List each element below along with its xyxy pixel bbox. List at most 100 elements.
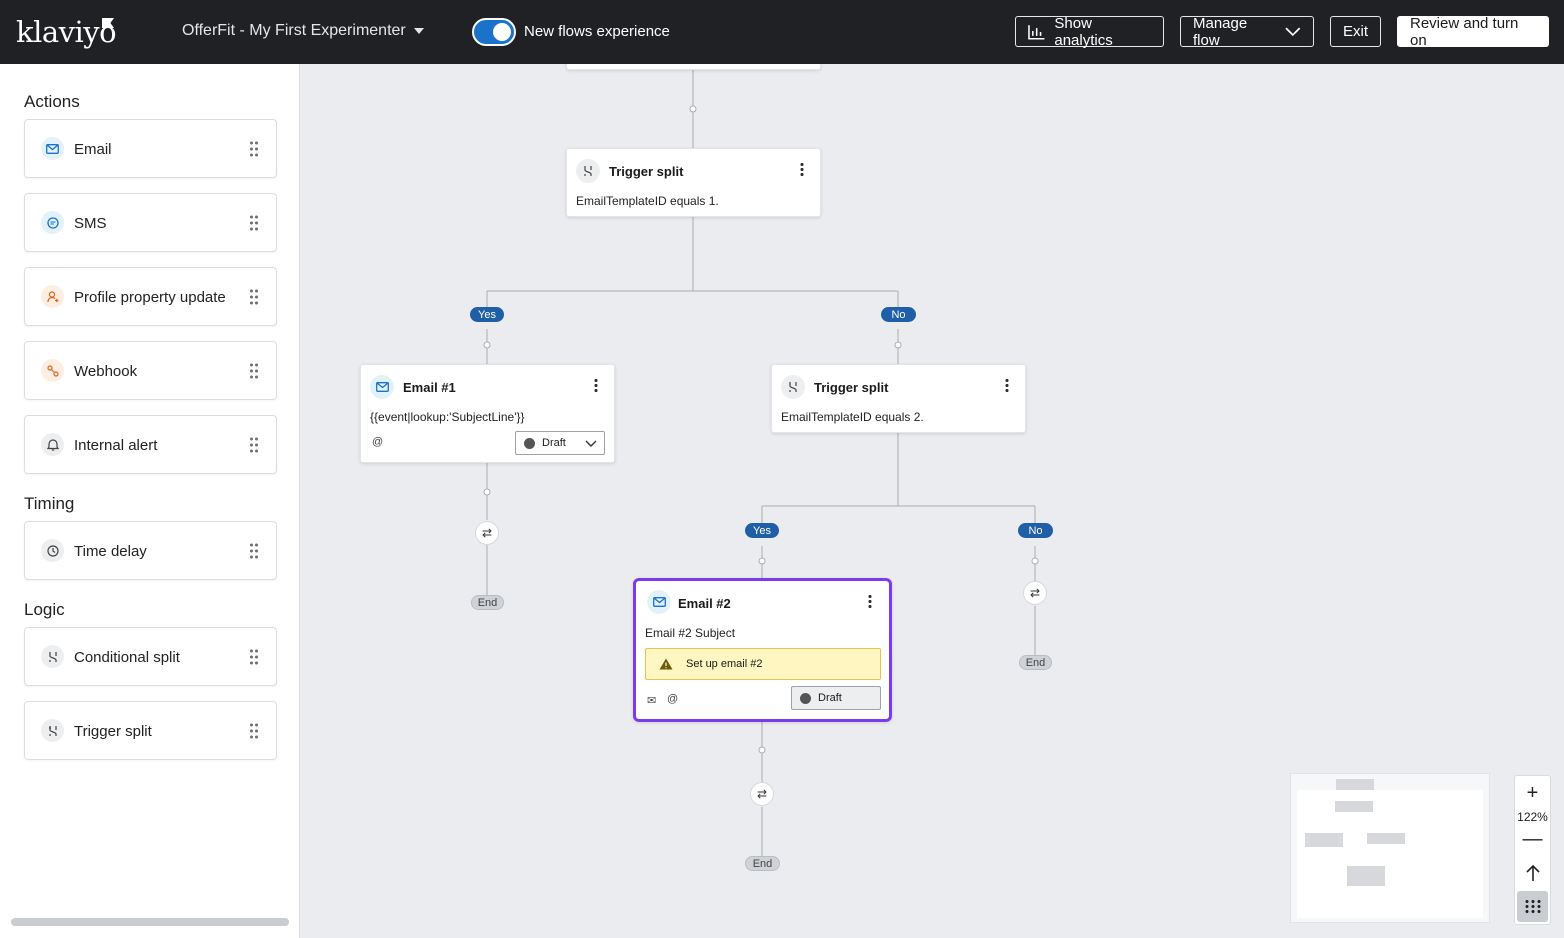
minimap-viewport[interactable] [1297,790,1483,918]
end-label: End [745,856,780,871]
logic-section-title: Logic [24,600,65,619]
drag-handle-icon[interactable] [249,362,259,379]
toggle-knob [493,23,511,41]
manage-flow-label: Manage flow [1193,14,1248,49]
yes-branch-label: Yes [745,523,779,538]
drag-handle-icon[interactable] [249,648,259,665]
sidebar-item-webhook[interactable]: Webhook [24,341,277,400]
clock-icon [41,539,64,562]
drag-handle-icon[interactable] [249,722,259,739]
add-step-split-icon[interactable]: ⇄ [750,782,774,806]
sidebar-item-label: Trigger split [74,723,152,740]
sidebar-item-internal-alert[interactable]: Internal alert [24,415,277,474]
chevron-down-icon [585,440,597,447]
mail-icon [647,590,671,614]
more-options-icon[interactable] [800,162,804,176]
status-dropdown[interactable]: Draft [791,686,881,710]
split-icon [41,645,64,668]
flow-name-caret-icon[interactable] [414,28,424,34]
status-dropdown[interactable]: Draft [515,431,605,455]
top-bar: klaviyo OfferFit - My First Experimenter… [0,0,1564,64]
flow-canvas[interactable]: Trigger split EmailTemplateID equals 1. … [301,64,1564,938]
sidebar-item-label: Time delay [74,543,147,560]
node-title: Email #1 [403,380,456,395]
drag-handle-icon[interactable] [249,140,259,157]
at-sign-icon: @ [372,436,384,448]
bell-icon [41,433,64,456]
more-options-icon[interactable] [594,378,598,392]
add-step-split-icon[interactable]: ⇄ [475,521,499,545]
flow-name[interactable]: OfferFit - My First Experimenter [182,22,406,39]
more-options-icon[interactable] [868,594,872,608]
minimap-node [1336,779,1374,790]
sidebar-item-profile-property-update[interactable]: Profile property update [24,267,277,326]
manage-flow-button[interactable]: Manage flow [1180,14,1314,49]
drag-handle-icon[interactable] [249,542,259,559]
draft-status-icon [524,438,535,449]
sidebar-item-label: Profile property update [74,289,226,306]
node-title: Trigger split [814,380,889,395]
end-label: End [1019,655,1052,670]
previous-node[interactable] [566,64,821,70]
no-branch-label: No [881,307,916,322]
more-options-icon[interactable] [1005,378,1009,392]
sidebar-item-sms[interactable]: SMS [24,193,277,252]
trigger-split-icon [41,719,64,742]
minimap-node [1335,801,1373,812]
drag-handle-icon[interactable] [249,288,259,305]
sidebar: Actions Email SMS Profile property updat… [0,64,300,938]
grid-toggle-button[interactable] [1517,891,1548,922]
actions-section-title: Actions [24,92,80,111]
email-node-2[interactable]: Email #2 Email #2 Subject Set up email #… [633,578,892,722]
drag-handle-icon[interactable] [249,214,259,231]
minimap[interactable] [1290,773,1490,923]
trigger-split-icon [781,375,805,399]
warning-text: Set up email #2 [686,658,763,670]
status-label: Draft [818,692,842,704]
trigger-split-node-1[interactable]: Trigger split EmailTemplateID equals 1. [566,148,821,217]
at-sign-icon: @ [667,693,679,705]
webhook-icon [41,359,64,382]
zoom-level: 122% [1517,810,1548,824]
zoom-in-icon[interactable]: + [1526,782,1539,804]
logo-flag-icon [102,18,114,28]
sidebar-item-label: Conditional split [74,649,180,666]
warning-icon [659,658,673,670]
exit-button[interactable]: Exit [1330,16,1381,47]
bar-chart-icon [1028,24,1045,40]
sidebar-item-conditional-split[interactable]: Conditional split [24,627,277,686]
mail-icon [41,137,64,160]
mail-icon [370,375,394,399]
arrow-up-icon[interactable] [1525,864,1541,882]
node-condition: EmailTemplateID equals 1. [576,194,719,208]
sidebar-scrollbar[interactable] [11,918,289,926]
minimap-node [1367,833,1405,844]
envelope-small-icon: ✉ [647,695,657,707]
exit-label: Exit [1343,23,1369,40]
review-and-turn-on-button[interactable]: Review and turn on [1397,14,1549,49]
node-condition: EmailTemplateID equals 2. [781,410,924,424]
new-flows-toggle[interactable] [472,18,516,46]
email-subject: Email #2 Subject [645,626,736,640]
sidebar-item-label: Webhook [74,363,138,380]
sidebar-item-time-delay[interactable]: Time delay [24,521,277,580]
sidebar-item-email[interactable]: Email [24,119,277,178]
zoom-controls: + 122% — [1514,775,1551,925]
grid-dots-icon [1524,899,1541,914]
klaviyo-logo[interactable]: klaviyo [16,15,117,49]
sidebar-item-trigger-split[interactable]: Trigger split [24,701,277,760]
trigger-split-node-2[interactable]: Trigger split EmailTemplateID equals 2. [771,364,1026,433]
email-node-1[interactable]: Email #1 {{event|lookup:'SubjectLine'}} … [360,364,615,463]
connector-lines [483,64,1039,856]
setup-warning[interactable]: Set up email #2 [645,648,881,680]
chevron-down-icon [1285,26,1301,36]
zoom-out-icon[interactable]: — [1522,828,1543,850]
toggle-label: New flows experience [524,23,670,40]
node-title: Trigger split [609,164,684,179]
add-step-split-icon[interactable]: ⇄ [1023,581,1047,605]
end-label: End [471,595,504,610]
show-analytics-button[interactable]: Show analytics [1015,15,1164,49]
review-label: Review and turn on [1410,14,1519,49]
drag-handle-icon[interactable] [249,436,259,453]
minimap-node [1305,833,1343,847]
